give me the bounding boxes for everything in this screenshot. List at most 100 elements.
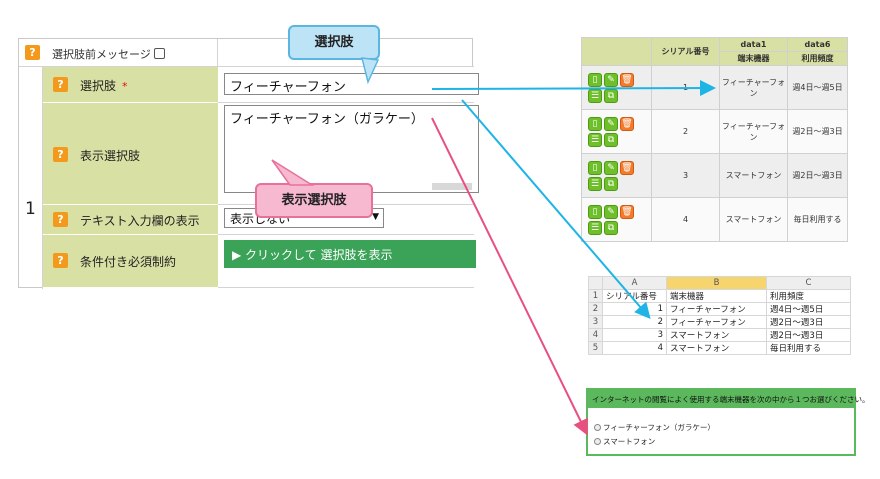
help-icon[interactable]: ? [53,77,68,92]
row-actions: ▯✎🗑 ☰⧉ [581,153,652,198]
frequency-cell: 週2日～週3日 [787,153,848,198]
show-choices-button[interactable]: ▶ クリックして 選択肢を表示 [224,240,476,268]
device-cell: フィーチャーフォン [719,109,788,154]
phone-icon[interactable]: ▯ [588,116,602,131]
edit-icon[interactable]: ✎ [604,72,618,87]
table-row: ▯✎🗑 ☰⧉ 3 スマートフォン 週2日～週3日 [581,153,848,198]
device-cell: スマートフォン [719,197,788,242]
pre-choice-message-text: 選択肢前メッセージ [52,48,151,61]
sheet-cell[interactable]: 毎日利用する [766,341,851,355]
phone-icon[interactable]: ▯ [588,72,602,87]
arrow-to-survey [431,117,588,436]
textarea-scrollbar[interactable] [432,183,472,190]
phone-icon[interactable]: ▯ [588,160,602,175]
help-icon[interactable]: ? [53,253,68,268]
copy-icon[interactable]: ⧉ [604,220,618,235]
frequency-cell: 週4日～週5日 [787,65,848,110]
display-choice-callout: 表示選択肢 [255,183,373,218]
list-icon[interactable]: ☰ [588,220,602,235]
row-actions: ▯✎🗑 ☰⧉ [581,109,652,154]
table-header-actions [581,37,652,66]
display-choice-label: 表示選択肢 [80,149,141,163]
table-subheader-device: 端末機器 [719,51,788,66]
edit-icon[interactable]: ✎ [604,160,618,175]
choice-callout: 選択肢 [288,25,380,60]
sheet-row-number[interactable]: 1 [588,289,603,303]
conditional-required-label-cell: ? 条件付き必須制約 [43,235,218,288]
radio-button[interactable] [594,424,601,431]
delete-icon[interactable]: 🗑 [620,160,634,175]
choice-label-text: 選択肢 [80,79,117,93]
serial-cell: 4 [651,197,720,242]
arrow-to-spreadsheet [461,99,651,320]
table-header-serial: シリアル番号 [651,37,720,66]
pre-choice-message-row: ? 選択肢前メッセージ [19,39,474,67]
sheet-column-headers: A B C [588,276,851,290]
conditional-required-label: 条件付き必須制約 [80,255,177,269]
list-icon[interactable]: ☰ [588,176,602,191]
pre-choice-message-label: 選択肢前メッセージ [52,46,165,62]
sheet-col-header[interactable]: A [602,276,667,290]
sheet-row: 4 3 スマートフォン 週2日～週3日 [588,328,851,342]
play-icon: ▶ [232,248,246,262]
arrow-to-data-table [431,80,716,97]
display-choice-label-cell: ? 表示選択肢 [43,103,218,205]
row-number: 1 [25,199,36,219]
survey-question-text: インターネットの閲覧によく使用する端末機器を次の中から１つお選びください。 [588,390,870,408]
survey-option-label: スマートフォン [603,437,656,446]
survey-option[interactable]: フィーチャーフォン（ガラケー） [594,422,715,433]
choice-label: 選択肢 * [80,77,128,94]
callout-pink-tail [271,159,315,186]
display-choice-value-cell: フィーチャーフォン（ガラケー） [218,103,479,205]
help-icon[interactable]: ? [53,212,68,227]
choice-input[interactable]: フィーチャーフォン [224,73,479,95]
chevron-down-icon: ▼ [372,212,379,222]
serial-cell: 3 [651,153,720,198]
table-subheader-frequency: 利用頻度 [787,51,848,66]
choice-value-cell: フィーチャーフォン [218,67,479,103]
callout-blue-tail [361,57,380,85]
row-number-column: 1 [19,67,43,289]
table-row: ▯✎🗑 ☰⧉ 4 スマートフォン 毎日利用する [581,197,848,242]
text-input-display-label-cell: ? テキスト入力欄の表示 [43,205,218,235]
pre-choice-message-checkbox[interactable] [153,48,165,59]
display-choice-textarea[interactable]: フィーチャーフォン（ガラケー） [224,105,479,193]
spreadsheet-export: A B C 1 シリアル番号 端末機器 利用頻度 2 1 フィーチャーフォン 週… [588,276,851,355]
phone-icon[interactable]: ▯ [588,204,602,219]
delete-icon[interactable]: 🗑 [620,204,634,219]
column-divider [217,39,218,67]
sheet-row: 5 4 スマートフォン 毎日利用する [588,341,851,355]
delete-icon[interactable]: 🗑 [620,116,634,131]
sheet-col-header[interactable]: B [666,276,767,290]
edit-icon[interactable]: ✎ [604,116,618,131]
help-icon[interactable]: ? [53,147,68,162]
frequency-cell: 週2日～週3日 [787,109,848,154]
conditional-required-value-cell: ▶ クリックして 選択肢を表示 [218,235,476,288]
show-choices-button-label: クリックして 選択肢を表示 [245,248,393,262]
sheet-row-number[interactable]: 5 [588,341,603,355]
edit-icon[interactable]: ✎ [604,204,618,219]
sheet-cell[interactable]: 週4日～週5日 [766,302,851,316]
copy-icon[interactable]: ⧉ [604,132,618,147]
list-icon[interactable]: ☰ [588,88,602,103]
table-row: ▯✎🗑 ☰⧉ 2 フィーチャーフォン 週2日～週3日 [581,109,848,154]
frequency-cell: 毎日利用する [787,197,848,242]
copy-icon[interactable]: ⧉ [604,176,618,191]
list-icon[interactable]: ☰ [588,132,602,147]
text-input-display-label: テキスト入力欄の表示 [80,214,200,228]
sheet-row: 3 2 フィーチャーフォン 週2日～週3日 [588,315,851,329]
survey-question-preview: インターネットの閲覧によく使用する端末機器を次の中から１つお選びください。 フィ… [586,388,870,456]
survey-option-label: フィーチャーフォン（ガラケー） [603,423,715,432]
device-cell: スマートフォン [719,153,788,198]
device-cell: フィーチャーフォン [719,65,788,110]
choice-label-cell: ? 選択肢 * [43,67,218,103]
required-mark: * [122,80,128,93]
delete-icon[interactable]: 🗑 [620,72,634,87]
survey-option[interactable]: スマートフォン [594,436,655,447]
sheet-cell[interactable]: スマートフォン [666,341,767,355]
row-actions: ▯✎🗑 ☰⧉ [581,197,652,242]
help-icon[interactable]: ? [25,45,40,60]
radio-button[interactable] [594,438,601,445]
choice-settings-form: ? 選択肢前メッセージ 1 ? 選択肢 * フィーチャーフォン ? 表示選択肢 フ… [18,38,479,289]
